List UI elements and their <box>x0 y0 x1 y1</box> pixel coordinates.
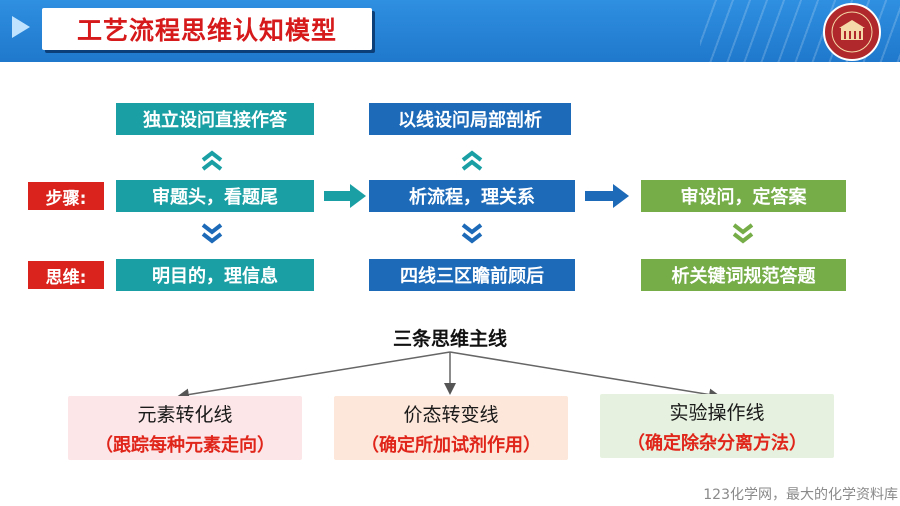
experiment-line-title: 实验操作线 <box>669 401 765 424</box>
thinking-label: 思维: <box>28 261 104 289</box>
experiment-line-box: 实验操作线 （确定除杂分离方法） <box>600 394 834 458</box>
step-label: 步骤: <box>28 182 104 210</box>
col1-step-box: 审题头，看题尾 <box>116 180 314 212</box>
element-line-box: 元素转化线 （跟踪每种元素走向） <box>68 396 302 460</box>
valence-line-title: 价态转变线 <box>403 403 499 426</box>
col1-chevron-up-icon <box>201 150 223 171</box>
play-icon <box>12 16 30 38</box>
school-seal-icon <box>823 3 881 61</box>
col2-chevron-down-icon <box>461 223 483 244</box>
col3-step-box: 审设问，定答案 <box>641 180 846 212</box>
col2-step-box: 析流程，理关系 <box>369 180 575 212</box>
title-box: 工艺流程思维认知模型 <box>42 8 372 50</box>
valence-line-desc: （确定所加试剂作用） <box>361 434 541 456</box>
col2-chevron-up-icon <box>461 150 483 171</box>
experiment-line-desc: （确定除杂分离方法） <box>627 432 807 454</box>
arrow-right-icon <box>324 184 366 208</box>
center-title: 三条思维主线 <box>392 328 507 350</box>
col3-chevron-down-icon <box>732 223 754 244</box>
element-line-desc: （跟踪每种元素走向） <box>95 434 275 456</box>
col1-thinking-box: 明目的，理信息 <box>116 259 314 291</box>
valence-line-box: 价态转变线 （确定所加试剂作用） <box>334 396 568 460</box>
element-line-title: 元素转化线 <box>137 403 233 426</box>
arrow-right-icon <box>585 184 629 208</box>
col1-top-box: 独立设问直接作答 <box>116 103 314 135</box>
col3-thinking-box: 析关键词规范答题 <box>641 259 846 291</box>
page-title: 工艺流程思维认知模型 <box>76 16 337 45</box>
footer-watermark: 123化学网，最大的化学资料库 <box>703 487 898 503</box>
col2-top-box: 以线设问局部剖析 <box>369 103 571 135</box>
col1-chevron-down-icon <box>201 223 223 244</box>
col2-thinking-box: 四线三区瞻前顾后 <box>369 259 575 291</box>
